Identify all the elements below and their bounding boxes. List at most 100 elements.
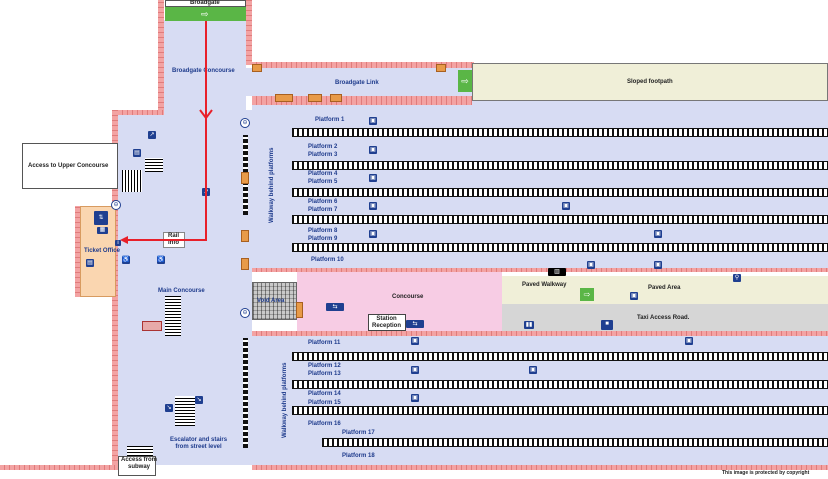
wall xyxy=(118,110,164,115)
stairs-subway[interactable] xyxy=(127,446,153,456)
wall xyxy=(246,0,252,65)
access-subway[interactable] xyxy=(118,456,156,476)
platform-1-label: Platform 1 xyxy=(315,117,345,123)
platform-14-label: Platform 14 xyxy=(308,391,341,397)
taxi-icon: ▣ xyxy=(411,366,419,374)
stairs-main[interactable] xyxy=(165,296,181,336)
track xyxy=(292,128,828,137)
taxi-car-icon: ■ xyxy=(601,320,613,330)
platform-18-label: Platform 18 xyxy=(342,453,375,459)
stairs-escalator[interactable] xyxy=(175,396,195,426)
wall xyxy=(158,0,164,112)
sloped-footpath xyxy=(472,63,828,101)
track xyxy=(292,188,828,197)
wall xyxy=(252,465,828,470)
escalator-icon: ⇆ xyxy=(406,320,424,328)
route-arrowhead xyxy=(120,236,128,244)
ticket-machine-icon: ▤ xyxy=(86,259,94,267)
ticket-machine-icon: ▤ xyxy=(133,149,141,157)
platform-15-label: Platform 15 xyxy=(308,400,341,406)
underground-icon: ⊖ xyxy=(240,118,250,128)
bicycle-icon: ⚲ xyxy=(733,274,741,282)
escalator-icon: ↘ xyxy=(165,404,173,412)
station-reception[interactable] xyxy=(368,314,406,331)
info-icon: ▦ xyxy=(97,227,108,234)
toilets-icon: ▮▮ xyxy=(524,321,534,329)
taxi-icon: ▣ xyxy=(411,337,419,345)
access-upper-concourse[interactable] xyxy=(22,143,118,189)
access-upper-label: Access to Upper Concourse xyxy=(28,163,109,169)
exit-icon: ⇨ xyxy=(201,9,209,19)
wall xyxy=(252,96,474,101)
gate-marker xyxy=(241,230,249,242)
route-line xyxy=(122,21,207,241)
green-exit-link[interactable]: ⇨ xyxy=(458,70,472,92)
paved-walkway-label: Paved Walkway xyxy=(522,282,567,288)
concourse-label: Concourse xyxy=(392,294,424,300)
gate-marker xyxy=(275,94,293,102)
ticket-gates-lower[interactable] xyxy=(243,338,248,448)
platform-12-label: Platform 12 xyxy=(308,363,341,369)
broadgate-label-bg xyxy=(165,0,246,7)
track xyxy=(292,380,828,389)
underground-icon: ⊖ xyxy=(111,200,121,210)
platform-13-label: Platform 13 xyxy=(308,371,341,377)
platform-16-label: Platform 16 xyxy=(308,421,341,427)
broadgate-exit[interactable] xyxy=(165,7,246,21)
station-reception-label: Station Reception xyxy=(372,316,402,329)
gate-marker xyxy=(330,94,342,102)
paved-area-label: Paved Area xyxy=(648,285,681,291)
escalator-icon: ↗ xyxy=(148,131,156,139)
wall xyxy=(0,465,118,470)
escalator-icon: ⇆ xyxy=(326,303,344,311)
wall xyxy=(252,268,828,272)
taxi-icon: ▣ xyxy=(587,261,595,269)
track xyxy=(292,352,828,361)
taxi-icon: ▣ xyxy=(685,337,693,345)
closed-area xyxy=(142,321,162,331)
wall xyxy=(252,331,828,336)
sloped-footpath-label: Sloped footpath xyxy=(627,79,673,85)
gate-marker xyxy=(252,64,262,72)
platform-9-label: Platform 9 xyxy=(308,236,338,242)
gate-marker xyxy=(296,302,303,318)
platform-10-label: Platform 10 xyxy=(311,257,344,263)
route-chevron xyxy=(199,109,213,120)
taxi-icon: ▣ xyxy=(411,394,419,402)
track xyxy=(292,161,828,170)
wall xyxy=(252,101,472,105)
taxi-icon: ▣ xyxy=(369,146,377,154)
stairs-upper[interactable] xyxy=(145,158,163,172)
ticket-office-label: Ticket Office xyxy=(84,248,120,254)
access-subway-label: Access from subway xyxy=(121,457,158,470)
gate-marker xyxy=(241,172,249,184)
gate-marker xyxy=(436,64,446,72)
stairs-upper-v[interactable] xyxy=(122,170,142,192)
track xyxy=(292,406,828,415)
barrier-icon: ▥ xyxy=(548,268,566,276)
wall xyxy=(252,62,474,68)
void-area-label: Void Area xyxy=(257,298,285,304)
escalator-label: Escalator and stairs from street level xyxy=(170,437,228,450)
platform-6-label: Platform 6 xyxy=(308,199,338,205)
rail-info-label: Rail Info xyxy=(168,233,180,246)
taxi-icon: ▣ xyxy=(529,366,537,374)
info-icon: i xyxy=(115,240,121,246)
track xyxy=(322,438,828,447)
underground-icon: ⊖ xyxy=(240,308,250,318)
taxi-access-road xyxy=(502,304,828,331)
accessible-icon: ♿ xyxy=(157,256,165,264)
track xyxy=(292,215,828,224)
taxi-icon: ▣ xyxy=(369,230,377,238)
platform-4-label: Platform 4 xyxy=(308,171,338,177)
taxi-icon: ▣ xyxy=(369,174,377,182)
platform-7-label: Platform 7 xyxy=(308,207,338,213)
copyright-notice: This image is protected by copyright xyxy=(722,470,810,476)
green-exit-paved[interactable]: ⇨ xyxy=(580,288,594,301)
void-area xyxy=(252,282,297,320)
main-concourse-label: Main Concourse xyxy=(158,288,205,294)
wall xyxy=(75,206,80,297)
gate-marker xyxy=(308,94,322,102)
accessible-icon: ♿ xyxy=(122,256,130,264)
